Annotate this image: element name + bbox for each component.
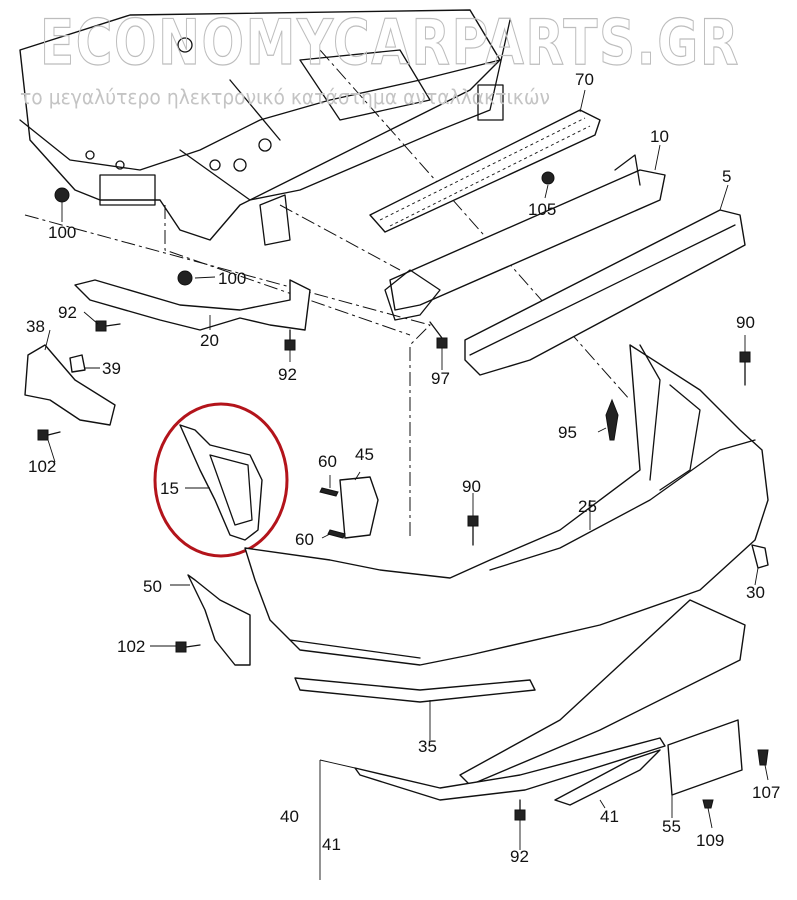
svg-text:20: 20: [200, 331, 219, 350]
svg-text:92: 92: [58, 303, 77, 322]
svg-text:90: 90: [736, 313, 755, 332]
part-35-strip: [294, 677, 536, 703]
svg-text:39: 39: [102, 359, 121, 378]
svg-text:10: 10: [650, 127, 669, 146]
svg-text:60: 60: [318, 452, 337, 471]
svg-text:95: 95: [558, 423, 577, 442]
fasteners: [37, 187, 769, 821]
svg-text:41: 41: [600, 807, 619, 826]
svg-text:38: 38: [26, 317, 45, 336]
svg-text:5: 5: [722, 167, 731, 186]
part-50-trim: [187, 574, 251, 666]
svg-text:102: 102: [117, 637, 145, 656]
leader-lines: [24, 49, 631, 540]
svg-text:το μεγαλύτερο ηλεκτρονικό κατά: το μεγαλύτερο ηλεκτρονικό κατάστημα αντα…: [20, 85, 550, 109]
svg-text:50: 50: [143, 577, 162, 596]
svg-text:15: 15: [160, 479, 179, 498]
svg-text:100: 100: [218, 269, 246, 288]
svg-text:35: 35: [418, 737, 437, 756]
part-38-side-bracket: [24, 344, 116, 426]
car-body-rear: [19, 9, 511, 246]
svg-text:97: 97: [431, 369, 450, 388]
svg-text:55: 55: [662, 817, 681, 836]
callout-lines: [44, 89, 769, 880]
part-15-guide: [179, 424, 263, 541]
part-40-trim-strip: [354, 737, 666, 801]
svg-text:107: 107: [752, 783, 780, 802]
svg-text:ECONOMYCARPARTS.GR: ECONOMYCARPARTS.GR: [40, 6, 740, 79]
part-diffuser: [459, 599, 746, 786]
svg-text:40: 40: [280, 807, 299, 826]
svg-text:41: 41: [322, 835, 341, 854]
svg-text:30: 30: [746, 583, 765, 602]
svg-text:25: 25: [578, 497, 597, 516]
part-labels: 70 10 5 105 100 100 92 20 92 38 39 97 90…: [26, 70, 780, 866]
svg-text:60: 60: [295, 530, 314, 549]
part-41-trim: [554, 749, 661, 806]
watermark: ECONOMYCARPARTS.GR το μεγαλύτερο ηλεκτρο…: [20, 5, 740, 109]
part-45-pad: [339, 476, 379, 539]
part-10-reinforcement: [384, 154, 666, 321]
part-105-nut: [541, 171, 555, 185]
svg-text:102: 102: [28, 457, 56, 476]
svg-text:45: 45: [355, 445, 374, 464]
part-30-cap: [751, 544, 769, 569]
svg-text:92: 92: [510, 847, 529, 866]
svg-text:90: 90: [462, 477, 481, 496]
part-60-tape: [319, 487, 346, 539]
highlight-circle: [153, 402, 289, 558]
svg-text:109: 109: [696, 831, 724, 850]
svg-text:105: 105: [528, 200, 556, 219]
svg-text:100: 100: [48, 223, 76, 242]
svg-text:92: 92: [278, 365, 297, 384]
part-5-energy-absorber: [464, 209, 746, 376]
part-70-absorber-mesh: [369, 109, 601, 233]
part-20-bracket: [74, 279, 311, 331]
part-55-license-plate-holder: [667, 719, 743, 796]
svg-text:70: 70: [575, 70, 594, 89]
part-25-bumper-cover: [244, 344, 769, 666]
